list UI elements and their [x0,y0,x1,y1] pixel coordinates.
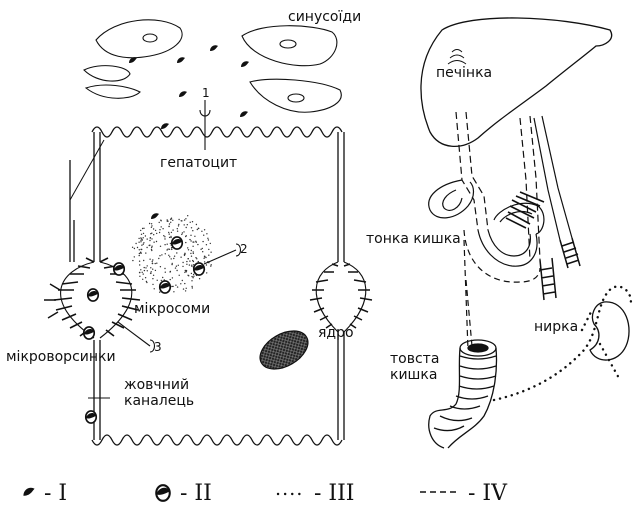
legend-item-1: - I [44,482,67,506]
microsomes-label: мікросоми [134,302,210,317]
halfshaded-particle-icon [156,485,170,501]
legend-item-4: - IV [468,482,507,506]
right-canaliculus [310,262,372,332]
sinusoid-cell [96,20,182,58]
marker-1-pointer [200,100,210,150]
legend-item-2: - II [180,482,212,506]
marker-3: 3 [154,340,162,355]
liver-organ [421,18,612,146]
sinusoid-cell [242,26,337,66]
hepatocyte-cell [70,127,344,445]
kidney-label: нирка [534,320,578,335]
liver-label: печінка [436,66,492,81]
sinusoid-cell [84,66,130,81]
large-intestine-label-line2: кишка [390,368,437,383]
sinusoid-cell [250,79,341,112]
hepatocyte-label: гепатоцит [160,156,237,171]
legend-item-3: - III [314,482,355,506]
microvilli-label: мікроворсинки [6,350,116,365]
small-intestine-label: тонка кишка [366,232,461,247]
marker-1: 1 [202,86,210,101]
marker-3-pointer [118,322,155,352]
sinusoid-cell [86,85,140,98]
nucleus-shape [253,323,314,377]
nucleus-label: ядро [318,326,354,341]
blackbody-particles [129,45,249,219]
microvilli-pointer-line [70,140,104,200]
dotted-pathway [494,287,631,400]
sinusoid-cells [84,20,341,112]
sinusoid-nucleus [143,34,157,42]
sinusoid-nucleus [280,40,296,48]
sinusoids-label: синусоїди [288,10,361,25]
bile-canaliculus-label-line1: жовчний [124,378,189,393]
blackbody-particle-icon [23,488,34,496]
kidney-shape [590,302,629,360]
sinusoid-nucleus [288,94,304,102]
marker-2: 2 [240,242,248,257]
large-intestine-label-line1: товста [390,352,439,367]
legend [23,485,460,501]
marker-2-pointer [204,244,241,264]
microsome-stipple [132,215,212,293]
bile-canaliculus-label-line2: каналець [124,394,194,409]
